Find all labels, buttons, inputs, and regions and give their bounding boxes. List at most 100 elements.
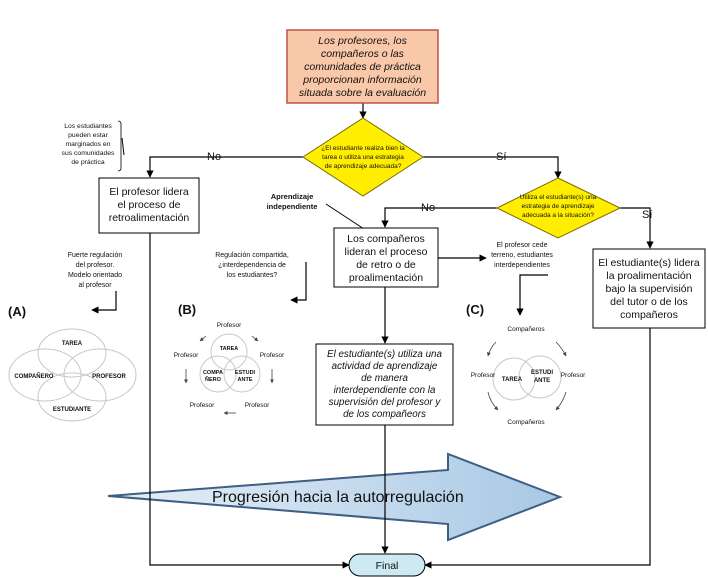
start-line-5: situada sobre la evaluación [299,87,426,99]
b-profesor-bottom-right: Profesor [245,402,270,409]
progression-label: Progresión hacia la autorregulación [212,489,464,506]
d2-line-3: adecuada a la situación? [522,212,594,219]
decision-task-ok: ¿El estudiante realiza bien la tarea o u… [302,117,424,197]
edge-teacher-to-final [149,233,350,569]
student-line-2: la proalimentación [606,270,691,282]
student-line-1: El estudiante(s) lidera [598,257,700,269]
d1-line-3: de aprendizaje adecuada? [325,163,402,170]
activity-line-6: de los compañeors [343,409,426,420]
start-box: Los profesores, los compañeros o las com… [286,29,439,104]
progression-arrow: Progresión hacia la autorregulación [107,452,563,542]
cedes-line-2: terreno, estudiantes [491,252,553,259]
panel-a: (A) TAREA COMPAÑERO PROFESOR ESTUDIANTE [8,304,137,422]
note-regulation-strong: Fuerte regulación del profesor. Modelo o… [68,252,123,289]
marginal-line-2: pueden estar [68,132,108,139]
b-companero-1: COMPA [203,370,223,376]
label-d2-yes: Sí [642,209,652,221]
activity-line-1: El estudiante(s) utiliza una [327,349,442,360]
b-tarea: TAREA [220,346,239,352]
peers-line-1: Los compañeros [347,233,425,245]
d2-line-2: estrategia de aprendizaje [522,203,595,210]
c-profesor-right: Profesor [561,372,586,379]
edge-strong-to-a [91,291,117,314]
c-tarea: TAREA [502,377,523,383]
activity-line-4: interdependiente con la [334,385,436,396]
teacher-line-2: el proceso de [117,199,180,211]
panel-b: (B) TAREA COMPA ÑERO ESTUDI ANTE Profeso… [174,302,285,415]
c-companeros-bottom: Compañeros [507,419,545,426]
activity-line-2: actividad de aprendizaje [332,361,438,372]
independent-line-2: independiente [267,202,318,211]
edge-marginal-note [121,137,125,156]
label-d1-yes: Sí [496,151,506,163]
teacher-lead-box: El profesor lidera el proceso de retroal… [98,177,200,234]
label-d2-no: No [421,202,435,214]
b-estudiante-1: ESTUDI [235,370,256,376]
student-activity-box: El estudiante(s) utiliza una actividad d… [315,343,454,426]
note-independent: Aprendizaje independiente [267,192,318,211]
start-line-3: comunidades de práctica [304,61,421,73]
edge-shared-to-b [290,262,307,304]
shared-line-1: Regulación compartida, [215,252,289,259]
b-profesor-left: Profesor [174,352,199,359]
strong-line-1: Fuerte regulación [68,252,123,259]
panel-c-label: (C) [466,302,484,317]
edge-d1-no [146,156,303,178]
c-companeros-top: Compañeros [507,326,545,333]
edge-student-to-final [424,328,651,569]
b-profesor-right: Profesor [260,352,285,359]
teacher-line-1: El profesor lidera [109,186,189,198]
strong-line-3: Modelo orientado [68,272,122,279]
final-label: Final [376,560,399,572]
a-companero: COMPAÑERO [14,373,54,380]
b-companero-2: ÑERO [205,376,222,383]
independent-line-1: Aprendizaje [271,192,314,201]
strong-line-4: al profesor [78,282,112,289]
d2-line-1: Utiliza el estudiante(s) una [520,194,597,201]
b-profesor-bottom-left: Profesor [190,402,215,409]
d1-line-2: tarea o utiliza una estrategia [322,154,404,161]
cedes-line-3: interdependientes [494,262,550,269]
c-estudiante-1: ESTUDI [531,370,553,376]
student-lead-box: El estudiante(s) lidera la proalimentaci… [592,248,706,329]
a-profesor: PROFESOR [92,374,126,380]
edge-independent-note [325,203,365,230]
peers-line-2: lideran el proceso [345,246,428,258]
note-marginalized: Los estudiantes pueden estar marginados … [62,120,122,172]
note-teacher-cedes: El profesor cede terreno, estudiantes in… [491,242,553,269]
c-profesor-left: Profesor [471,372,496,379]
a-estudiante: ESTUDIANTE [53,407,91,413]
teacher-line-3: retroalimentación [109,212,190,224]
activity-line-3: de manera [361,373,408,384]
start-line-1: Los profesores, los [318,35,407,47]
a-tarea: TAREA [62,341,83,347]
shared-line-3: los estudiantes? [227,272,278,279]
marginal-line-1: Los estudiantes [64,123,112,130]
note-regulation-shared: Regulación compartida, ¿interdependencia… [215,252,289,279]
marginal-line-5: de práctica [71,159,104,166]
b-estudiante-2: ANTE [238,377,253,383]
edge-d2-no [381,207,497,228]
marginal-line-4: sus comunidades [62,150,115,157]
cedes-line-1: El profesor cede [497,242,548,249]
decision-strategy-ok: Utiliza el estudiante(s) una estrategia … [495,177,622,239]
panel-c: (C) TAREA ESTUDI ANTE Compañeros Compañe… [466,302,586,426]
label-d1-no: No [207,151,221,163]
marginal-line-3: marginados en [66,141,111,148]
start-line-4: proporcionan información [302,74,422,86]
panel-b-label: (B) [178,302,196,317]
shared-line-2: ¿interdependencia de [218,262,286,269]
student-line-4: del tutor o de los [610,296,688,308]
final-terminator: Final [348,553,426,577]
c-estudiante-2: ANTE [534,378,550,384]
start-line-2: compañeros o las [321,48,405,60]
peers-lead-box: Los compañeros lideran el proceso de ret… [333,227,439,288]
student-line-5: compañeros [620,309,678,321]
activity-line-5: supervisión del profesor y [329,397,442,408]
strong-line-2: del profesor. [76,262,115,269]
edge-d2-yes [620,207,654,249]
peers-line-3: de retro o de [356,259,416,271]
connectors [91,102,654,569]
panel-a-label: (A) [8,304,26,319]
